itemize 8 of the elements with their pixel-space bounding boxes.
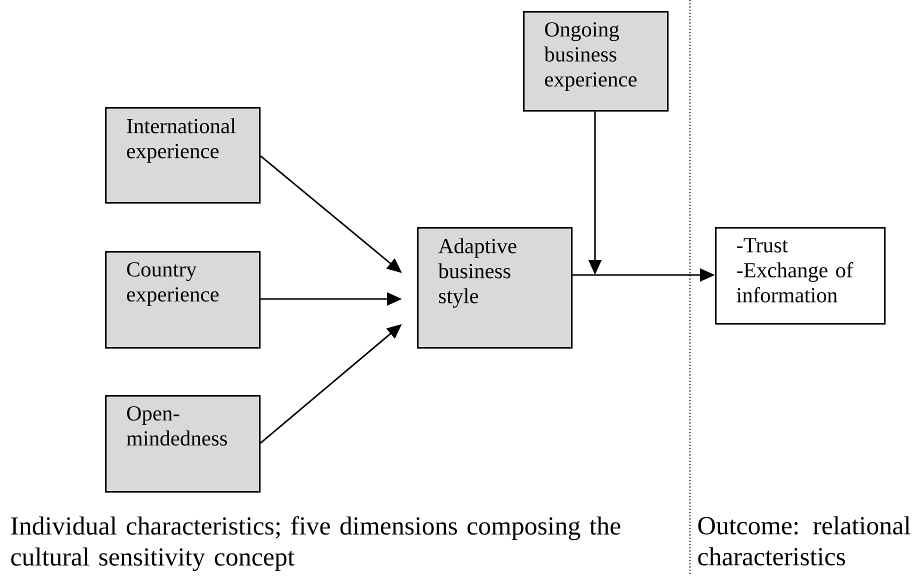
process-box: Country experience (105, 251, 261, 349)
caption-text: Outcome: relational characteristics (698, 516, 910, 566)
process-box: Ongoing business experience (523, 11, 669, 112)
process-box: International experience (105, 107, 261, 204)
process-box: Open-mindedness (105, 395, 261, 493)
caption-text: Individual characteristics; five dimensions composing the cultural sensitivity concept (11, 516, 620, 572)
process-box: -Trust -Exchange of information (715, 227, 886, 325)
process-box: Adaptive business style (417, 227, 573, 349)
